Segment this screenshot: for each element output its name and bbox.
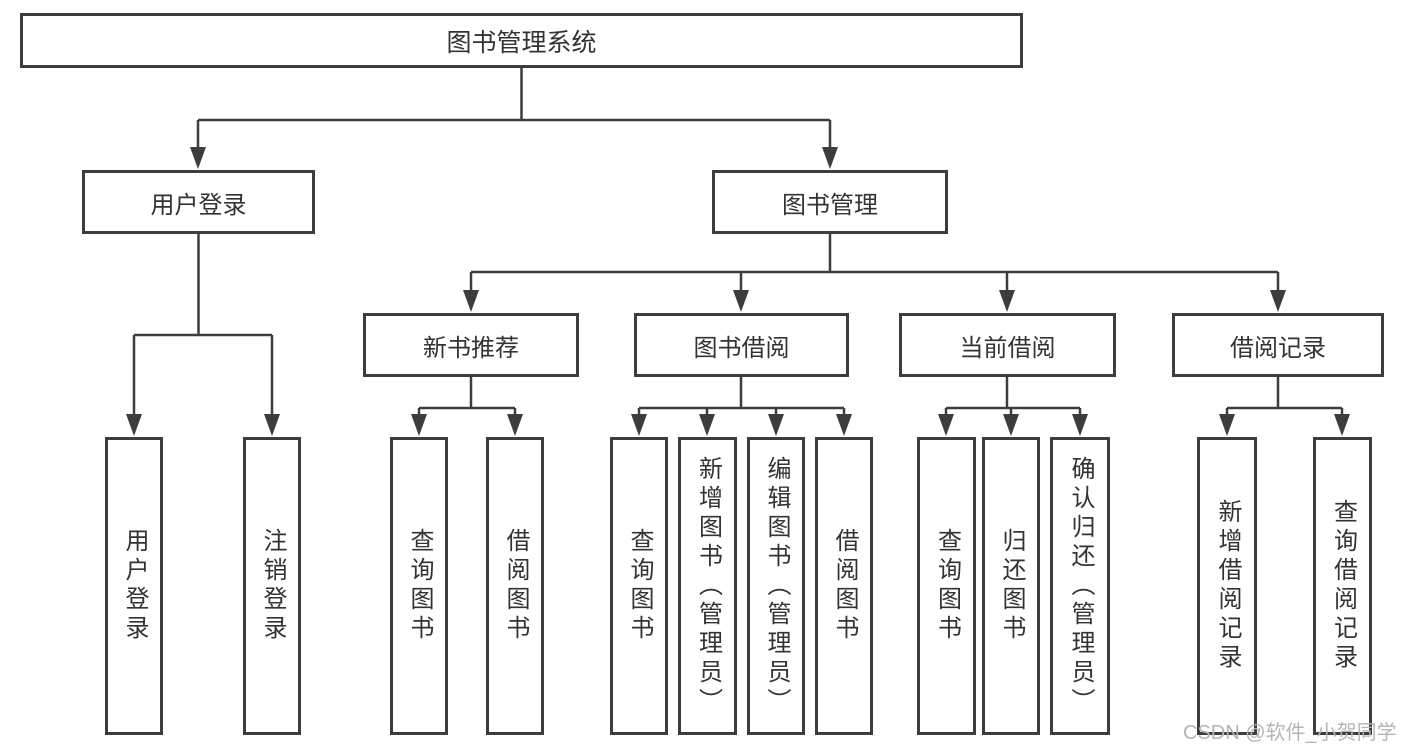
node-edit-book-admin: 编辑图书（管理员） (747, 437, 805, 735)
node-label: 查询图书 (933, 528, 961, 644)
node-label: 查询图书 (626, 528, 653, 644)
node-query-books-current: 查询图书 (917, 437, 976, 735)
node-label: 确认归还（管理员） (1067, 455, 1094, 717)
node-label: 新书推荐 (423, 334, 519, 362)
node-user-login-leaf: 用户登录 (105, 437, 163, 735)
node-book-borrowing: 图书借阅 (634, 313, 849, 377)
node-borrow-books-recommend: 借阅图书 (486, 437, 544, 735)
node-label: 编辑图书（管理员） (763, 455, 790, 717)
node-label: 新增图书（管理员） (694, 455, 722, 717)
tree-edges (132, 68, 1344, 418)
node-label: 图书管理 (782, 191, 878, 219)
node-label: 借阅记录 (1230, 334, 1326, 362)
node-label: 用户登录 (121, 528, 148, 644)
node-add-book-admin: 新增图书（管理员） (678, 437, 737, 735)
node-confirm-return-admin: 确认归还（管理员） (1050, 437, 1110, 735)
node-label: 借阅图书 (831, 528, 858, 644)
node-current-borrowing: 当前借阅 (899, 313, 1116, 377)
node-borrow-book-leaf: 借阅图书 (815, 437, 873, 735)
node-label: 图书管理系统 (446, 28, 597, 57)
node-label: 查询借阅记录 (1329, 499, 1357, 673)
node-new-book-recommendation: 新书推荐 (363, 313, 579, 377)
node-label: 用户登录 (150, 191, 247, 219)
node-book-management: 图书管理 (712, 170, 948, 234)
arrowhead-icons (126, 147, 1350, 436)
node-label: 注销登录 (259, 528, 286, 644)
node-return-book: 归还图书 (982, 437, 1040, 735)
node-user-login: 用户登录 (82, 170, 315, 234)
node-book-management-system: 图书管理系统 (20, 13, 1023, 68)
node-borrowing-records: 借阅记录 (1172, 313, 1384, 377)
node-label: 归还图书 (998, 528, 1025, 644)
csdn-watermark: CSDN @软件_小贺同学 (1183, 722, 1397, 744)
node-query-books-recommend: 查询图书 (390, 437, 448, 735)
node-label: 图书借阅 (693, 334, 790, 362)
node-logout-leaf: 注销登录 (243, 437, 301, 735)
node-add-borrow-record: 新增借阅记录 (1197, 437, 1257, 735)
node-query-books-borrowing: 查询图书 (610, 437, 668, 735)
node-label: 新增借阅记录 (1214, 499, 1241, 673)
node-query-borrow-record: 查询借阅记录 (1313, 437, 1372, 735)
node-label: 当前借阅 (959, 334, 1056, 362)
node-label: 借阅图书 (502, 528, 529, 644)
node-label: 查询图书 (406, 528, 433, 644)
